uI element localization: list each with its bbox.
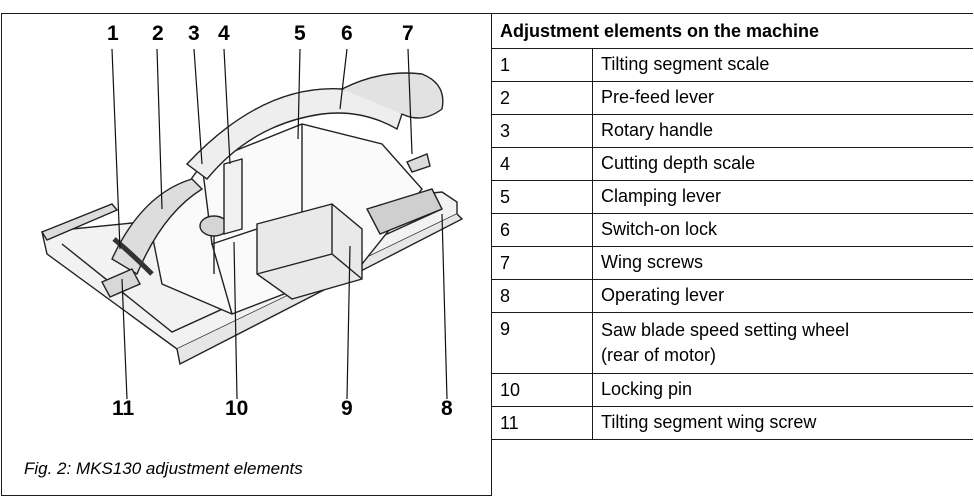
table-header-row: Adjustment elements on the machine bbox=[491, 13, 973, 49]
callout-11: 11 bbox=[112, 397, 135, 420]
callout-7: 7 bbox=[402, 22, 414, 45]
row-number: 10 bbox=[491, 373, 593, 407]
row-description: Rotary handle bbox=[592, 114, 973, 148]
row-description: Saw blade speed setting wheel (rear of m… bbox=[592, 312, 973, 374]
table-row: 7 Wing screws bbox=[491, 246, 973, 280]
callout-9: 9 bbox=[341, 397, 353, 420]
row-description: Clamping lever bbox=[592, 180, 973, 214]
row-description-line2: (rear of motor) bbox=[601, 345, 717, 365]
figure-caption: Fig. 2: MKS130 adjustment elements bbox=[24, 459, 303, 478]
row-number: 11 bbox=[491, 406, 593, 440]
callout-3: 3 bbox=[188, 22, 200, 45]
machine-illustration bbox=[40, 48, 464, 400]
table-row: 5 Clamping lever bbox=[491, 180, 973, 214]
callout-10: 10 bbox=[225, 397, 249, 420]
callout-1: 1 bbox=[107, 22, 119, 45]
row-description: Switch-on lock bbox=[592, 213, 973, 247]
table-row: 9 Saw blade speed setting wheel (rear of… bbox=[491, 312, 973, 374]
row-description: Cutting depth scale bbox=[592, 147, 973, 181]
callout-4: 4 bbox=[218, 22, 230, 45]
row-number: 8 bbox=[491, 279, 593, 313]
adjustment-elements-table: Adjustment elements on the machine 1 Til… bbox=[491, 13, 973, 440]
row-number: 1 bbox=[491, 48, 593, 82]
table-row: 4 Cutting depth scale bbox=[491, 147, 973, 181]
row-description: Pre-feed lever bbox=[592, 81, 973, 115]
row-number: 5 bbox=[491, 180, 593, 214]
table-row: 2 Pre-feed lever bbox=[491, 81, 973, 115]
table-row: 10 Locking pin bbox=[491, 373, 973, 407]
row-description-line1: Saw blade speed setting wheel bbox=[601, 319, 850, 340]
callout-6: 6 bbox=[341, 22, 353, 45]
row-number: 6 bbox=[491, 213, 593, 247]
table-row: 3 Rotary handle bbox=[491, 114, 973, 148]
row-description: Tilting segment wing screw bbox=[592, 406, 973, 440]
table-header: Adjustment elements on the machine bbox=[491, 13, 973, 49]
table-row: 8 Operating lever bbox=[491, 279, 973, 313]
row-number: 3 bbox=[491, 114, 593, 148]
row-description: Wing screws bbox=[592, 246, 973, 280]
table-row: 11 Tilting segment wing screw bbox=[491, 406, 973, 440]
callout-8: 8 bbox=[441, 397, 453, 420]
row-number: 9 bbox=[491, 312, 593, 374]
row-description: Operating lever bbox=[592, 279, 973, 313]
machine-figure-panel: 1 2 3 4 5 6 7 11 10 9 8 Fig. 2: MKS130 a… bbox=[1, 13, 492, 496]
callout-2: 2 bbox=[152, 22, 164, 45]
row-number: 2 bbox=[491, 81, 593, 115]
table-row: 6 Switch-on lock bbox=[491, 213, 973, 247]
row-number: 4 bbox=[491, 147, 593, 181]
row-description: Locking pin bbox=[592, 373, 973, 407]
table-row: 1 Tilting segment scale bbox=[491, 48, 973, 82]
row-description: Tilting segment scale bbox=[592, 48, 973, 82]
row-number: 7 bbox=[491, 246, 593, 280]
callout-5: 5 bbox=[294, 22, 306, 45]
